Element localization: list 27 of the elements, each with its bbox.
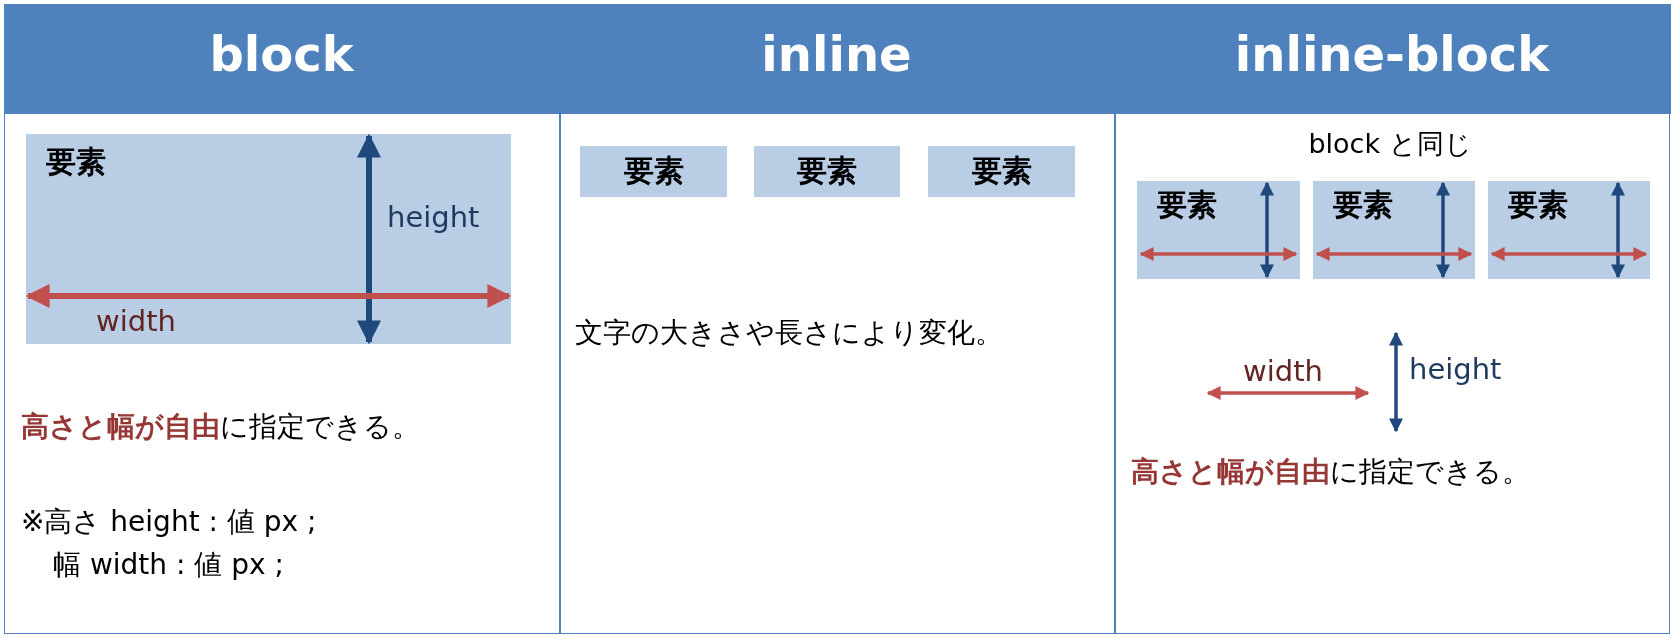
dimension-label: width [96, 304, 176, 338]
description-text: 文字の大きさや長さにより変化。 [575, 315, 1003, 351]
element-label: 要素 [46, 144, 106, 179]
element-box [1488, 181, 1650, 279]
element-box [1313, 181, 1475, 279]
caption-text: block と同じ [1307, 127, 1473, 161]
column-header: inline [760, 26, 913, 82]
column-header: inline-block [1233, 26, 1551, 82]
note-text: ※高さ height : 値 px ; [21, 504, 317, 540]
element-label: 要素 [797, 152, 857, 190]
element-box [26, 134, 511, 344]
element-box [580, 146, 727, 197]
element-box [928, 146, 1075, 197]
element-label: 要素 [1157, 187, 1217, 222]
dimension-label: height [387, 200, 480, 234]
element-label: 要素 [971, 152, 1032, 190]
description-text: 高さと幅が自由に指定できる。 [21, 409, 420, 445]
element-box [1137, 181, 1300, 279]
dimension-label: width [1243, 354, 1323, 388]
note-text: 幅 width : 値 px ; [53, 547, 284, 583]
element-box [754, 146, 900, 197]
element-label: 要素 [1508, 187, 1568, 222]
dimension-label: height [1409, 352, 1502, 386]
element-label: 要素 [623, 152, 684, 190]
description-text: 高さと幅が自由に指定できる。 [1131, 454, 1530, 490]
element-label: 要素 [1333, 187, 1393, 222]
column-header: block [208, 26, 356, 82]
